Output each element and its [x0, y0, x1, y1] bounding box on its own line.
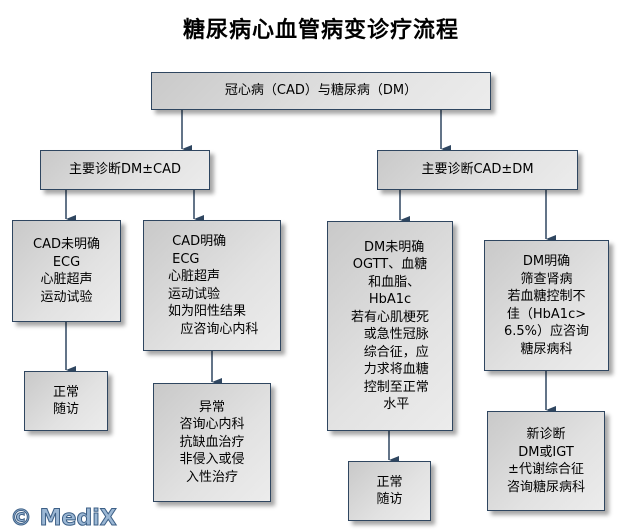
diagram-title: 糖尿病心血管病变诊疗流程: [182, 17, 459, 43]
node-line: OGTT、血糖: [352, 257, 428, 272]
node-line: 正常: [52, 384, 79, 400]
node-line: 心脏超声: [40, 272, 93, 287]
node-line: 控制至正常: [351, 379, 429, 395]
branch-left-node: 主要诊断DM±CAD: [40, 150, 210, 190]
node-line: ECG: [52, 254, 81, 270]
cad-unclear-node: CAD未明确 ECG 心脏超声 运动试验: [12, 220, 121, 322]
cad-clear-node: CAD明确 ECG 心脏超声 运动试验 如为阳性结果 应咨询心内科: [143, 220, 281, 351]
node-line: 和血脂、: [359, 274, 421, 290]
medix-logo: © MediX: [10, 506, 118, 531]
node-line: 6.5%）应咨询: [503, 324, 590, 339]
node-line: 正常: [376, 474, 403, 490]
node-line: HbA1c: [368, 292, 412, 307]
node-line: 咨询糖尿病科: [506, 479, 585, 495]
node-line: CAD未明确: [33, 237, 100, 252]
node-line: 非侵入或侵: [179, 452, 245, 468]
node-line: ±代谢综合征: [508, 462, 584, 477]
node-line: 水平: [370, 397, 410, 412]
node-line: 新诊断: [526, 427, 566, 442]
dm-unclear-node: DM未明确 OGTT、血糖 和血脂、 HbA1c 若有心肌梗死 或急性冠脉 综合…: [327, 221, 453, 431]
root-node-label: 冠心病（CAD）与糖尿病（DM）: [224, 83, 418, 99]
node-line: 入性治疗: [185, 469, 238, 485]
branch-right-label: 主要诊断CAD±DM: [421, 162, 534, 178]
node-line: 或急性冠脉: [351, 327, 429, 342]
node-line: DM或IGT: [518, 444, 574, 460]
cad-clear-abnormal-node: 异常 咨询心内科 抗缺血治疗 非侵入或侵 入性治疗: [153, 383, 271, 502]
root-node: 冠心病（CAD）与糖尿病（DM）: [151, 72, 491, 110]
node-line: DM未明确: [355, 239, 425, 255]
node-line: 应咨询心内科: [168, 321, 259, 337]
node-line: DM明确: [522, 254, 571, 269]
node-line: 综合征，应: [351, 344, 429, 360]
node-line: 运动试验: [168, 286, 221, 302]
node-line: 咨询心内科: [179, 417, 245, 433]
branch-right-node: 主要诊断CAD±DM: [377, 150, 578, 190]
cad-unclear-normal-node: 正常 随访: [24, 371, 108, 431]
node-line: 若有心肌梗死: [350, 309, 429, 325]
node-line: 筛查肾病: [520, 271, 573, 287]
node-line: 随访: [52, 402, 79, 417]
node-line: 佳（HbA1c>: [506, 306, 587, 322]
node-line: 糖尿病科: [520, 341, 573, 357]
node-line: 力求将血糖: [351, 362, 429, 377]
dm-unclear-normal-node: 正常 随访: [348, 461, 431, 521]
node-line: 运动试验: [40, 289, 93, 305]
branch-left-label: 主要诊断DM±CAD: [68, 162, 182, 178]
node-line: 抗缺血治疗: [179, 434, 245, 450]
node-line: CAD明确: [168, 234, 227, 249]
node-line: ECG: [168, 251, 200, 267]
node-line: 如为阳性结果: [168, 304, 247, 319]
dm-clear-new-diagnosis-node: 新诊断 DM或IGT ±代谢综合征 咨询糖尿病科: [487, 411, 605, 511]
node-line: 随访: [376, 492, 403, 507]
node-line: 心脏超声: [168, 269, 221, 284]
node-line: 若血糖控制不: [507, 289, 586, 304]
node-line: 异常: [198, 399, 225, 415]
dm-clear-node: DM明确 筛查肾病 若血糖控制不 佳（HbA1c> 6.5%）应咨询 糖尿病科: [484, 240, 609, 371]
